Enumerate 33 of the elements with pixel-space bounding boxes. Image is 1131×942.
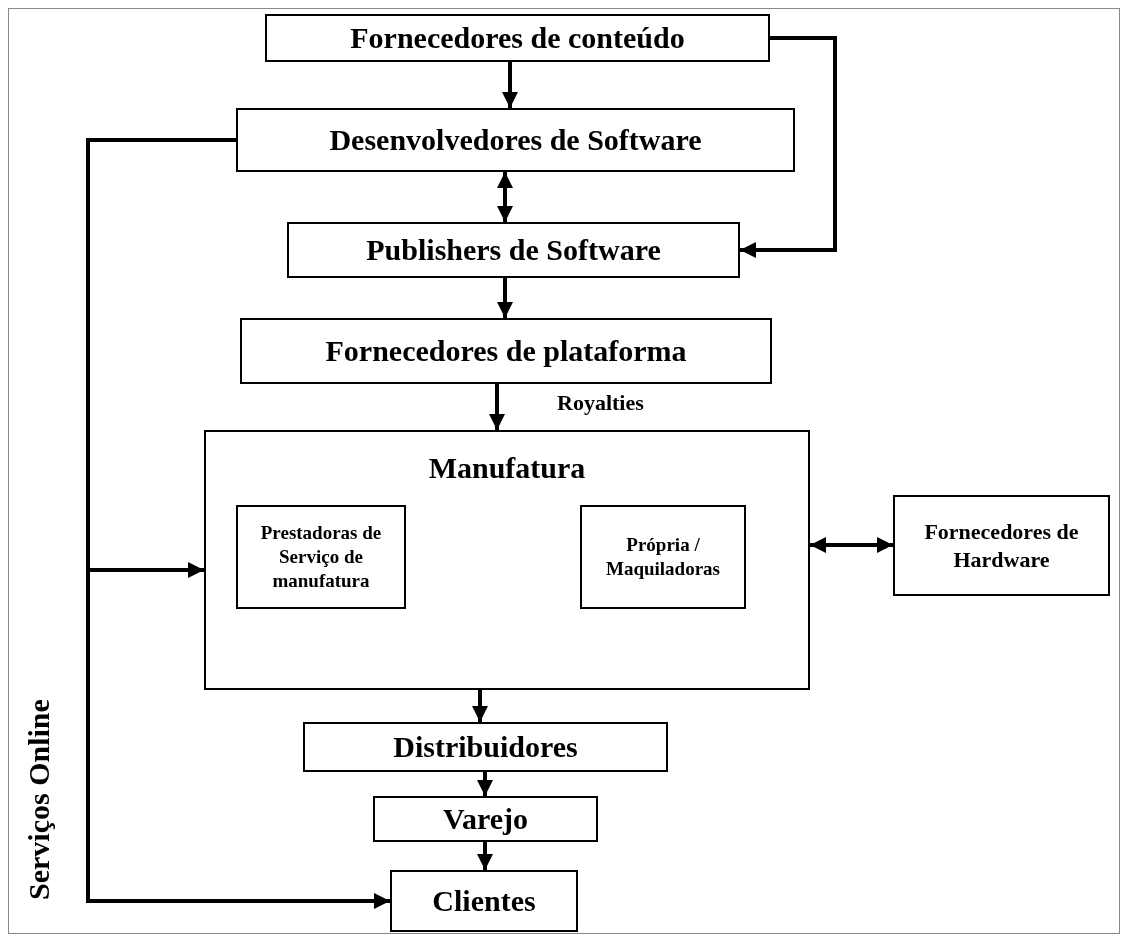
node-label: Desenvolvedores de Software [329,122,702,159]
node-label: Fornecedores de conteúdo [350,20,685,57]
process-box [580,505,746,609]
process-box [236,108,795,172]
node-label: Prestadoras de Serviço de manufatura [259,521,383,593]
node-label: Fornecedores de Hardware [923,518,1080,573]
process-box [893,495,1110,596]
group-box [204,430,810,690]
node-label: Varejo [443,801,528,838]
arrow [497,278,513,318]
process-box [303,722,668,772]
process-box [390,870,578,932]
node-label: Clientes [432,883,536,920]
process-box [287,222,740,278]
arrow [477,842,493,870]
process-box [373,796,598,842]
arrow [810,537,893,553]
arrow [472,690,488,722]
arrow [502,62,518,108]
process-box [240,318,772,384]
process-box [265,14,770,62]
node-label: Fornecedores de plataforma [325,333,687,370]
arrow [86,138,390,909]
arrow [497,172,513,222]
node-label: Manufatura [428,450,586,486]
side-label: Serviços Online [22,699,56,900]
node-label: Própria / Maquiladoras [605,533,721,581]
arrow [489,384,505,430]
process-box [236,505,406,609]
arrow [477,772,493,796]
node-label: Publishers de Software [366,232,661,269]
node-label: Distribuidores [393,729,578,766]
arrow [740,36,837,258]
